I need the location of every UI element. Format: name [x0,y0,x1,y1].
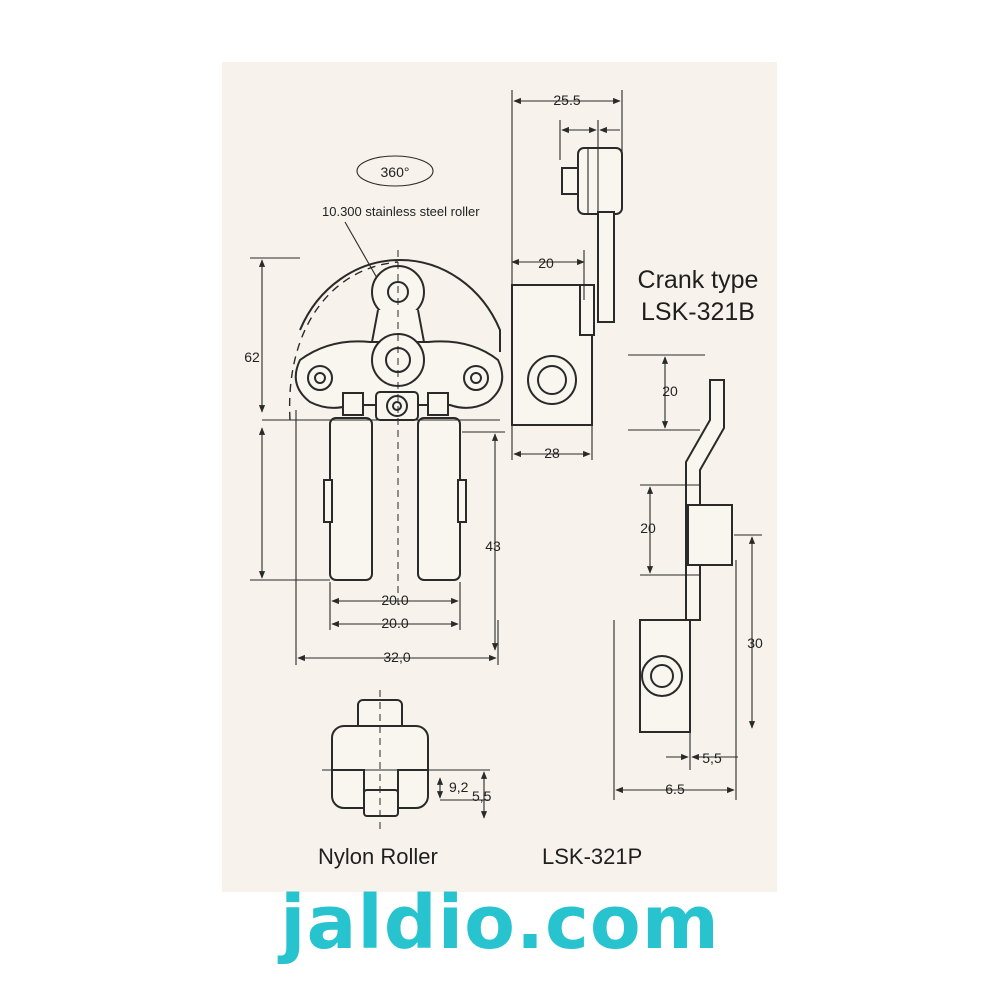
drawing-sheet [222,62,777,892]
right-wheel [417,417,461,581]
dim-20-upper: 20.0 [381,592,408,608]
rotation-ellipse [356,155,434,187]
dim-43: 43 [485,538,501,554]
watermark-logo: jaldio.com [280,880,720,966]
dim-5-5-plunger: 5,5 [702,750,722,766]
dim-20-lower: 20.0 [381,615,408,631]
rotation-label: 360° [381,164,410,180]
plunger-model-label: LSK-321P [542,844,642,869]
rotation-arc [288,261,399,421]
crank-model-title: LSK-321B [641,298,755,326]
dim-28: 28 [544,445,560,461]
dim-20-plunger-top: 20 [662,383,678,399]
dim-30: 30 [747,635,763,651]
dim-9-2: 9,2 [449,779,469,795]
crank-type-title: Crank type [638,266,759,294]
front-view-lever: 360° 10.300 stainless steel roller [244,155,505,665]
dim-5-5-nylon: 5,5 [472,788,492,804]
dim-6-5: 6.5 [665,781,685,797]
dim-25-5: 25.5 [553,92,580,108]
dim-62: 62 [244,349,260,365]
plunger-cam [687,504,733,566]
side-view-plunger: 20 20 30 5,5 6.5 [613,354,763,800]
left-wheel [329,417,373,581]
nylon-roller-view: 9,2 5,5 [322,690,492,830]
arm-arc [299,259,501,352]
dim-32: 32,0 [383,649,410,665]
side-view-crank: 25.5 20 28 [511,90,623,461]
roller-callout-label: 10.300 stainless steel roller [322,204,480,219]
nylon-roller-label: Nylon Roller [318,844,438,869]
dim-20-side: 20 [538,255,554,271]
dim-20-plunger: 20 [640,520,656,536]
